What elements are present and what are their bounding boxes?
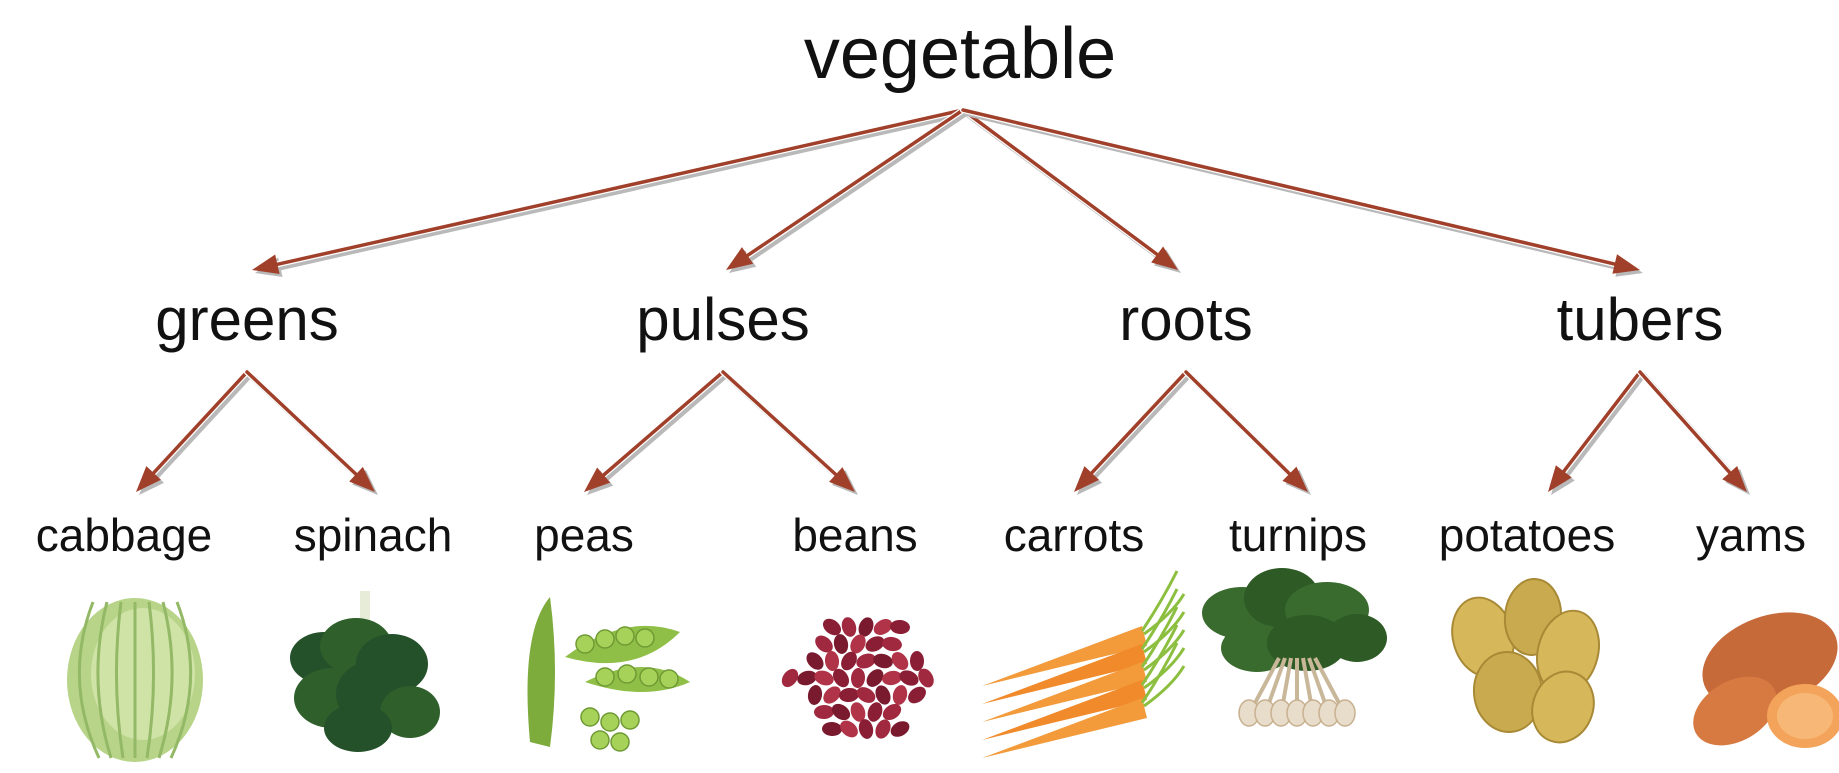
potatoes-icon: [1444, 577, 1608, 751]
beans-icon: [778, 615, 936, 741]
spinach-icon: [290, 591, 440, 752]
yams-icon: [1681, 595, 1839, 760]
peas-icon: [528, 597, 691, 751]
category-label-roots: roots: [1119, 290, 1252, 350]
leaf-label-turnips: turnips: [1229, 512, 1367, 558]
category-label-greens: greens: [155, 290, 338, 350]
turnips-icon: [1202, 568, 1387, 726]
leaf-label-potatoes: potatoes: [1439, 512, 1615, 558]
leaf-label-cabbage: cabbage: [36, 512, 213, 558]
leaf-label-beans: beans: [792, 512, 917, 558]
leaf-label-peas: peas: [534, 512, 634, 558]
cabbage-icon: [67, 598, 203, 762]
category-label-tubers: tubers: [1557, 290, 1724, 350]
leaf-label-yams: yams: [1696, 512, 1806, 558]
leaf-label-carrots: carrots: [1004, 512, 1145, 558]
carrots-icon: [982, 571, 1184, 758]
category-label-pulses: pulses: [636, 290, 809, 350]
root-node-label: vegetable: [804, 18, 1116, 90]
leaf-label-spinach: spinach: [294, 512, 453, 558]
